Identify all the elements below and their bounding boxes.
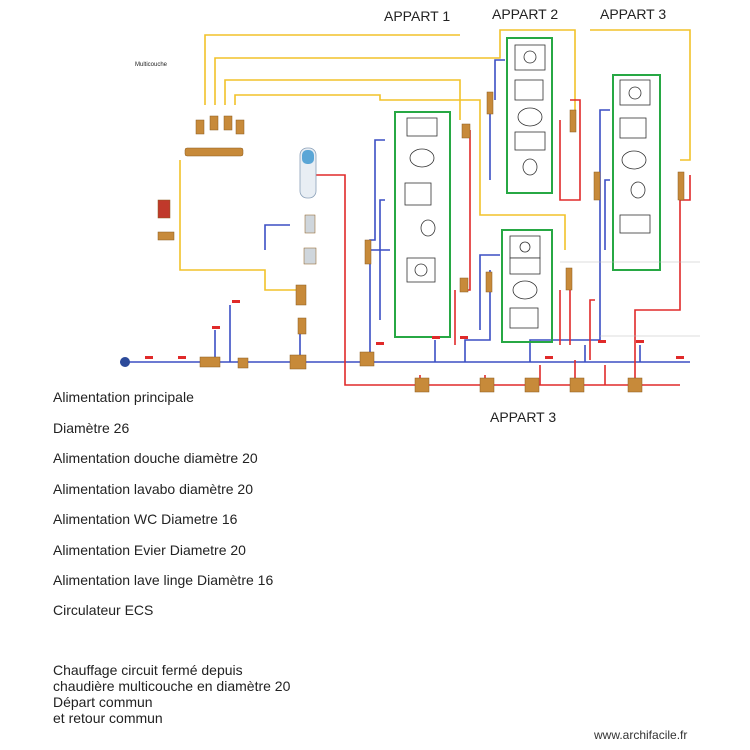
sink-icon bbox=[404, 182, 432, 206]
washbasin-icon bbox=[517, 107, 543, 127]
room-appart-3-bottom bbox=[501, 229, 553, 343]
washbasin-icon bbox=[621, 150, 647, 170]
legend-main-supply: Alimentation principale bbox=[53, 389, 194, 405]
multicouche-label: Multicouche bbox=[135, 62, 168, 68]
legend-washing-machine-supply: Alimentation lave linge Diamètre 16 bbox=[53, 572, 274, 588]
cold-water-circuit bbox=[120, 59, 690, 363]
shower-icon bbox=[509, 257, 541, 275]
appart-1-title: APPART 1 bbox=[384, 8, 451, 24]
shower-icon bbox=[514, 131, 546, 151]
legend-circulator: Circulateur ECS bbox=[53, 602, 154, 618]
archifacile-credit: www.archifacile.fr bbox=[594, 728, 688, 742]
wc-icon bbox=[630, 181, 646, 199]
heating-note-line: Chauffage circuit fermé depuis bbox=[53, 662, 243, 678]
shower-icon bbox=[406, 117, 438, 137]
sink-icon bbox=[509, 307, 539, 329]
heating-circuit bbox=[179, 29, 691, 291]
heating-note-line: chaudière multicouche en diamètre 20 bbox=[53, 678, 291, 694]
water-meter-icon bbox=[120, 357, 130, 367]
sink-icon bbox=[514, 79, 544, 101]
heating-note: Chauffage circuit fermé depuis chaudière… bbox=[53, 662, 290, 726]
legend-wc-supply: Alimentation WC Diametre 16 bbox=[53, 511, 238, 527]
fittings bbox=[157, 91, 685, 393]
fixtures bbox=[404, 44, 651, 329]
legend-diameter-26: Diamètre 26 bbox=[53, 420, 130, 436]
room-appart-2 bbox=[506, 37, 553, 194]
wc-icon bbox=[420, 219, 436, 237]
room-appart-3-top bbox=[612, 74, 661, 271]
appart-2-title: APPART 2 bbox=[492, 6, 559, 22]
legend-sink-supply: Alimentation Evier Diametre 20 bbox=[53, 542, 246, 558]
washbasin-icon bbox=[512, 280, 538, 300]
plumbing-diagram: Multicouche bbox=[120, 29, 700, 393]
appart-3-top-title: APPART 3 bbox=[600, 6, 667, 22]
wc-icon bbox=[522, 158, 538, 176]
heating-note-line: Départ commun bbox=[53, 694, 153, 710]
legend-washbasin-supply: Alimentation lavabo diamètre 20 bbox=[53, 481, 254, 497]
heating-note-line: et retour commun bbox=[53, 710, 163, 726]
water-heater bbox=[299, 147, 317, 199]
room-appart-1 bbox=[394, 111, 451, 338]
room-outlines bbox=[394, 37, 661, 343]
valve-handles bbox=[145, 300, 684, 359]
shower-icon bbox=[619, 214, 651, 234]
floor-lines bbox=[560, 261, 700, 337]
legend-shower-supply: Alimentation douche diamètre 20 bbox=[53, 450, 258, 466]
appart-3-bottom-title: APPART 3 bbox=[490, 409, 557, 425]
washbasin-icon bbox=[409, 148, 435, 168]
sink-icon bbox=[619, 117, 647, 139]
